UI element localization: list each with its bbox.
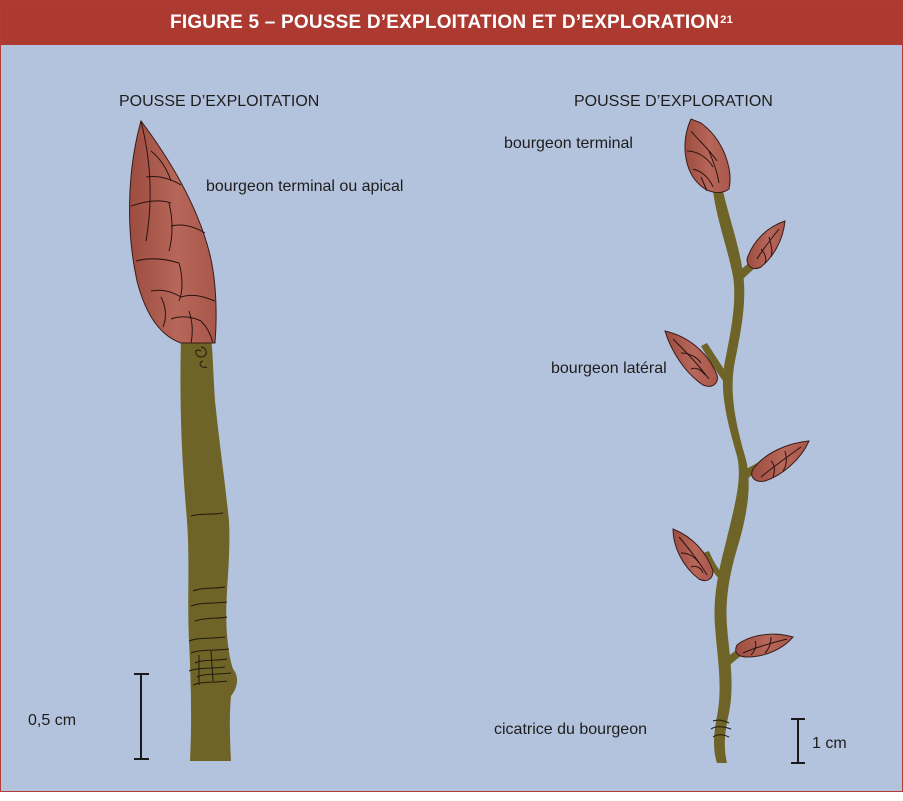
exploitation-title: POUSSE D’EXPLOITATION [119, 93, 319, 111]
exploitation-shoot [130, 121, 238, 761]
exploitation-scale-label: 0,5 cm [28, 712, 76, 730]
exploitation-stem [180, 336, 237, 761]
exploration-shoot [665, 119, 809, 763]
exploration-title: POUSSE D’EXPLORATION [574, 93, 773, 111]
bud-scar-label: cicatrice du bourgeon [494, 721, 647, 739]
terminal-bud-label: bourgeon terminal [504, 135, 633, 153]
exploration-terminal-bud [685, 119, 730, 193]
exploration-scale-label: 1 cm [812, 735, 847, 753]
lateral-bud-label: bourgeon latéral [551, 360, 667, 378]
exploitation-scale-bar [134, 674, 149, 759]
exploration-scale-bar [791, 719, 805, 763]
exploitation-bud-label: bourgeon terminal ou apical [206, 178, 403, 196]
